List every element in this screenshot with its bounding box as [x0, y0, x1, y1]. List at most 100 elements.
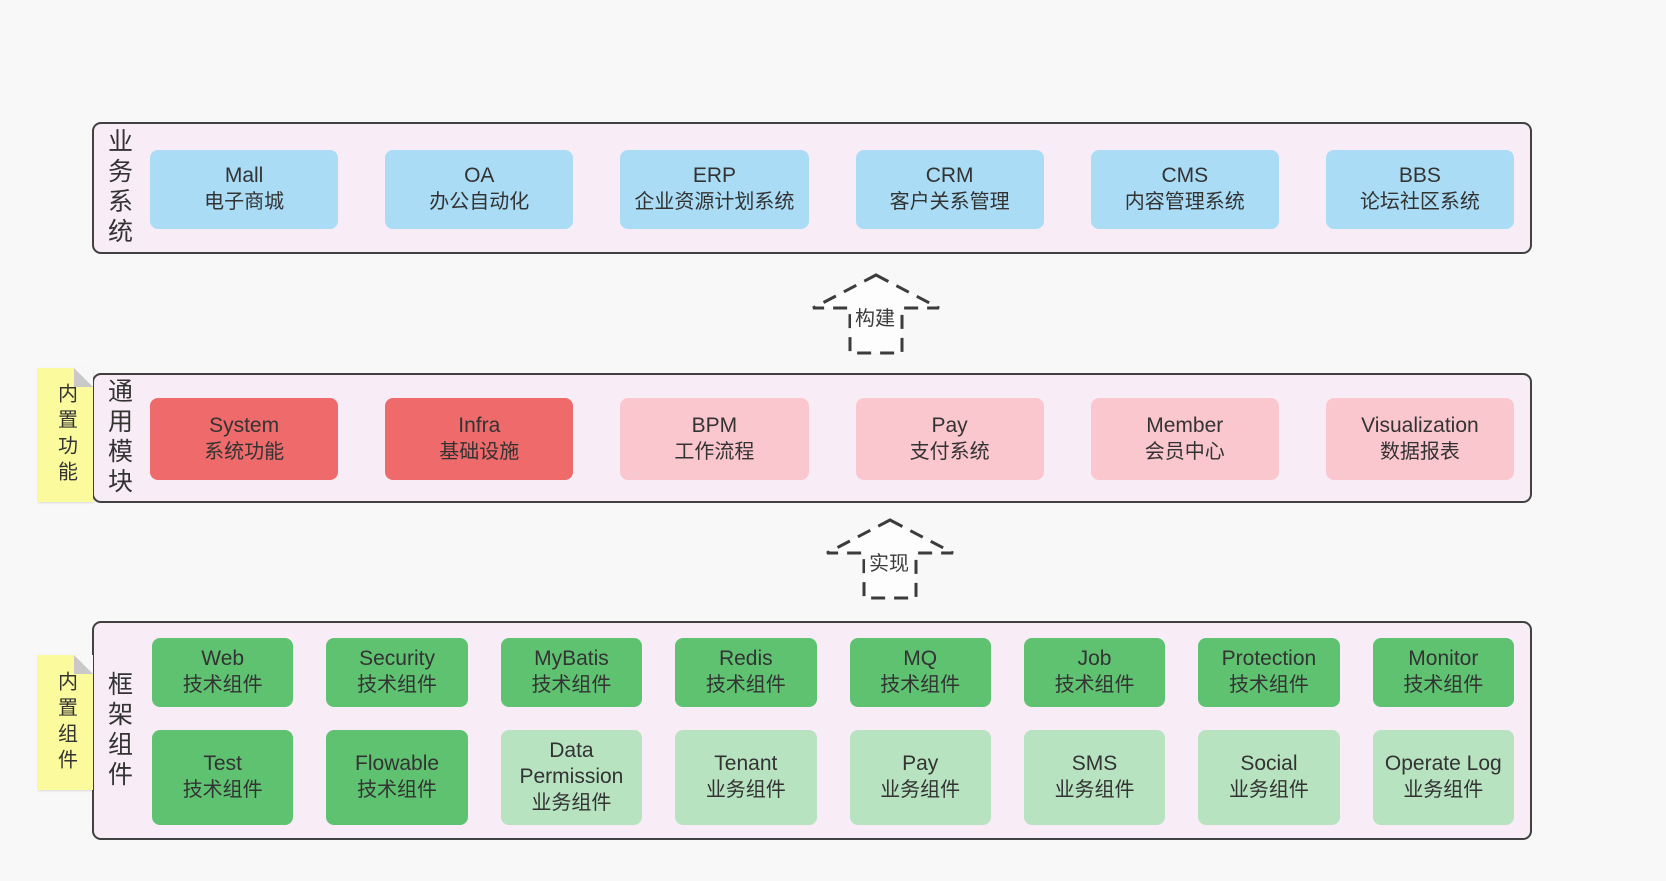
box-web: Web 技术组件	[152, 638, 294, 707]
box-monitor: Monitor 技术组件	[1372, 638, 1514, 707]
components-box-grid: Web 技术组件 Security 技术组件 MyBatis 技术组件 Redi…	[142, 623, 1530, 838]
box-flowable: Flowable 技术组件	[326, 729, 468, 825]
box-title: Mall	[224, 164, 264, 188]
box-subtitle: 数据报表	[1379, 440, 1460, 463]
box-title: Flowable	[355, 752, 440, 776]
box-mybatis: MyBatis 技术组件	[500, 638, 643, 707]
note-text: 内置组件	[54, 670, 77, 775]
box-subtitle: 业务组件	[705, 778, 786, 801]
layer-common-modules: 通用模块 System 系统功能 Infra 基础设施 BPM 工作流程 Pay…	[92, 373, 1532, 503]
box-protection: Protection 技术组件	[1198, 638, 1340, 707]
box-subtitle: 论坛社区系统	[1359, 191, 1480, 214]
box-title: MyBatis	[534, 647, 609, 671]
box-test: Test 技术组件	[152, 729, 294, 825]
box-title: Monitor	[1408, 647, 1479, 671]
box-title: BBS	[1398, 164, 1441, 188]
box-title: Pay	[931, 413, 968, 437]
box-bpm: BPM 工作流程	[620, 398, 809, 480]
box-subtitle: 业务组件	[1054, 778, 1135, 801]
box-crm: CRM 客户关系管理	[855, 150, 1044, 229]
folded-corner-icon	[74, 368, 93, 387]
box-subtitle: 会员中心	[1144, 440, 1225, 463]
box-subtitle: 客户关系管理	[889, 191, 1010, 214]
box-subtitle: 业务组件	[1228, 778, 1309, 801]
arrow-build: 构建	[810, 272, 942, 356]
box-title: Infra	[458, 413, 501, 437]
box-redis: Redis 技术组件	[675, 638, 817, 707]
box-subtitle: 技术组件	[705, 673, 786, 696]
box-oa: OA 办公自动化	[385, 150, 574, 229]
box-social: Social 业务组件	[1198, 729, 1340, 825]
box-title: Operate Log	[1384, 752, 1502, 776]
box-subtitle: 业务组件	[1403, 778, 1484, 801]
box-title: Test	[203, 752, 242, 776]
box-subtitle: 电子商城	[204, 191, 285, 214]
box-pay-biz: Pay 业务组件	[849, 729, 991, 825]
sticky-note-built-in-components: 内置组件	[38, 655, 93, 790]
modules-box-row: System 系统功能 Infra 基础设施 BPM 工作流程 Pay 支付系统…	[142, 375, 1530, 501]
box-title: OA	[464, 164, 495, 188]
box-subtitle: 技术组件	[357, 778, 438, 801]
box-subtitle: 企业资源计划系统	[634, 191, 795, 214]
box-subtitle: 业务组件	[531, 792, 612, 815]
arrow-implement: 实现	[824, 517, 956, 601]
sticky-note-built-in-features: 内置功能	[38, 368, 93, 502]
box-title: Social	[1240, 752, 1298, 776]
box-sms: SMS 业务组件	[1023, 729, 1166, 825]
box-infra: Infra 基础设施	[385, 398, 574, 480]
box-title: CRM	[925, 164, 974, 188]
layer-business-systems: 业务系统 Mall 电子商城 OA 办公自动化 ERP 企业资源计划系统 CRM…	[92, 122, 1532, 254]
box-subtitle: 内容管理系统	[1124, 191, 1245, 214]
box-subtitle: 业务组件	[880, 778, 961, 801]
box-title: CMS	[1161, 164, 1209, 188]
arrow-label: 实现	[865, 546, 914, 577]
box-mq: MQ 技术组件	[849, 638, 991, 707]
box-title: BPM	[691, 413, 738, 437]
box-operate-log: Operate Log 业务组件	[1372, 729, 1514, 825]
box-bbs: BBS 论坛社区系统	[1325, 150, 1515, 229]
box-subtitle: 技术组件	[1054, 673, 1135, 696]
box-title: Redis	[718, 647, 773, 671]
box-title: Web	[201, 647, 245, 671]
box-system: System 系统功能	[150, 398, 339, 480]
business-box-row: Mall 电子商城 OA 办公自动化 ERP 企业资源计划系统 CRM 客户关系…	[142, 124, 1530, 252]
box-mall: Mall 电子商城	[150, 150, 339, 229]
layer-framework-components: 框架组件 Web 技术组件 Security 技术组件 MyBatis 技术组件…	[92, 621, 1532, 840]
arrow-label: 构建	[851, 301, 900, 332]
layer-label: 通用模块	[104, 378, 133, 498]
box-subtitle: 工作流程	[674, 440, 755, 463]
box-subtitle: 办公自动化	[429, 191, 530, 214]
box-subtitle: 技术组件	[182, 778, 263, 801]
box-title: Visualization	[1361, 413, 1479, 437]
box-job: Job 技术组件	[1023, 638, 1166, 707]
box-subtitle: 技术组件	[357, 673, 438, 696]
box-cms: CMS 内容管理系统	[1090, 150, 1279, 229]
box-subtitle: 技术组件	[880, 673, 961, 696]
box-subtitle: 技术组件	[1228, 673, 1309, 696]
box-title: Member	[1146, 413, 1224, 437]
box-title: SMS	[1071, 752, 1118, 776]
box-security: Security 技术组件	[326, 638, 468, 707]
box-title: Data Permission	[519, 738, 624, 789]
layer-label: 框架组件	[104, 670, 133, 791]
box-member: Member 会员中心	[1090, 398, 1279, 480]
box-pay: Pay 支付系统	[855, 398, 1044, 480]
box-erp: ERP 企业资源计划系统	[620, 150, 809, 229]
folded-corner-icon	[74, 655, 93, 674]
box-subtitle: 技术组件	[531, 673, 612, 696]
box-subtitle: 基础设施	[439, 440, 520, 463]
box-subtitle: 技术组件	[1403, 673, 1484, 696]
box-title: System	[209, 413, 280, 437]
box-title: Pay	[902, 752, 939, 776]
box-subtitle: 技术组件	[182, 673, 263, 696]
layer-label: 业务系统	[104, 128, 133, 248]
box-visualization: Visualization 数据报表	[1325, 398, 1515, 480]
box-title: ERP	[692, 164, 737, 188]
box-subtitle: 系统功能	[204, 440, 285, 463]
box-title: Tenant	[714, 752, 778, 776]
box-data-permission: Data Permission 业务组件	[500, 729, 643, 825]
note-text: 内置功能	[54, 383, 77, 487]
box-title: Job	[1077, 647, 1112, 671]
box-title: Protection	[1221, 647, 1317, 671]
box-subtitle: 支付系统	[909, 440, 990, 463]
